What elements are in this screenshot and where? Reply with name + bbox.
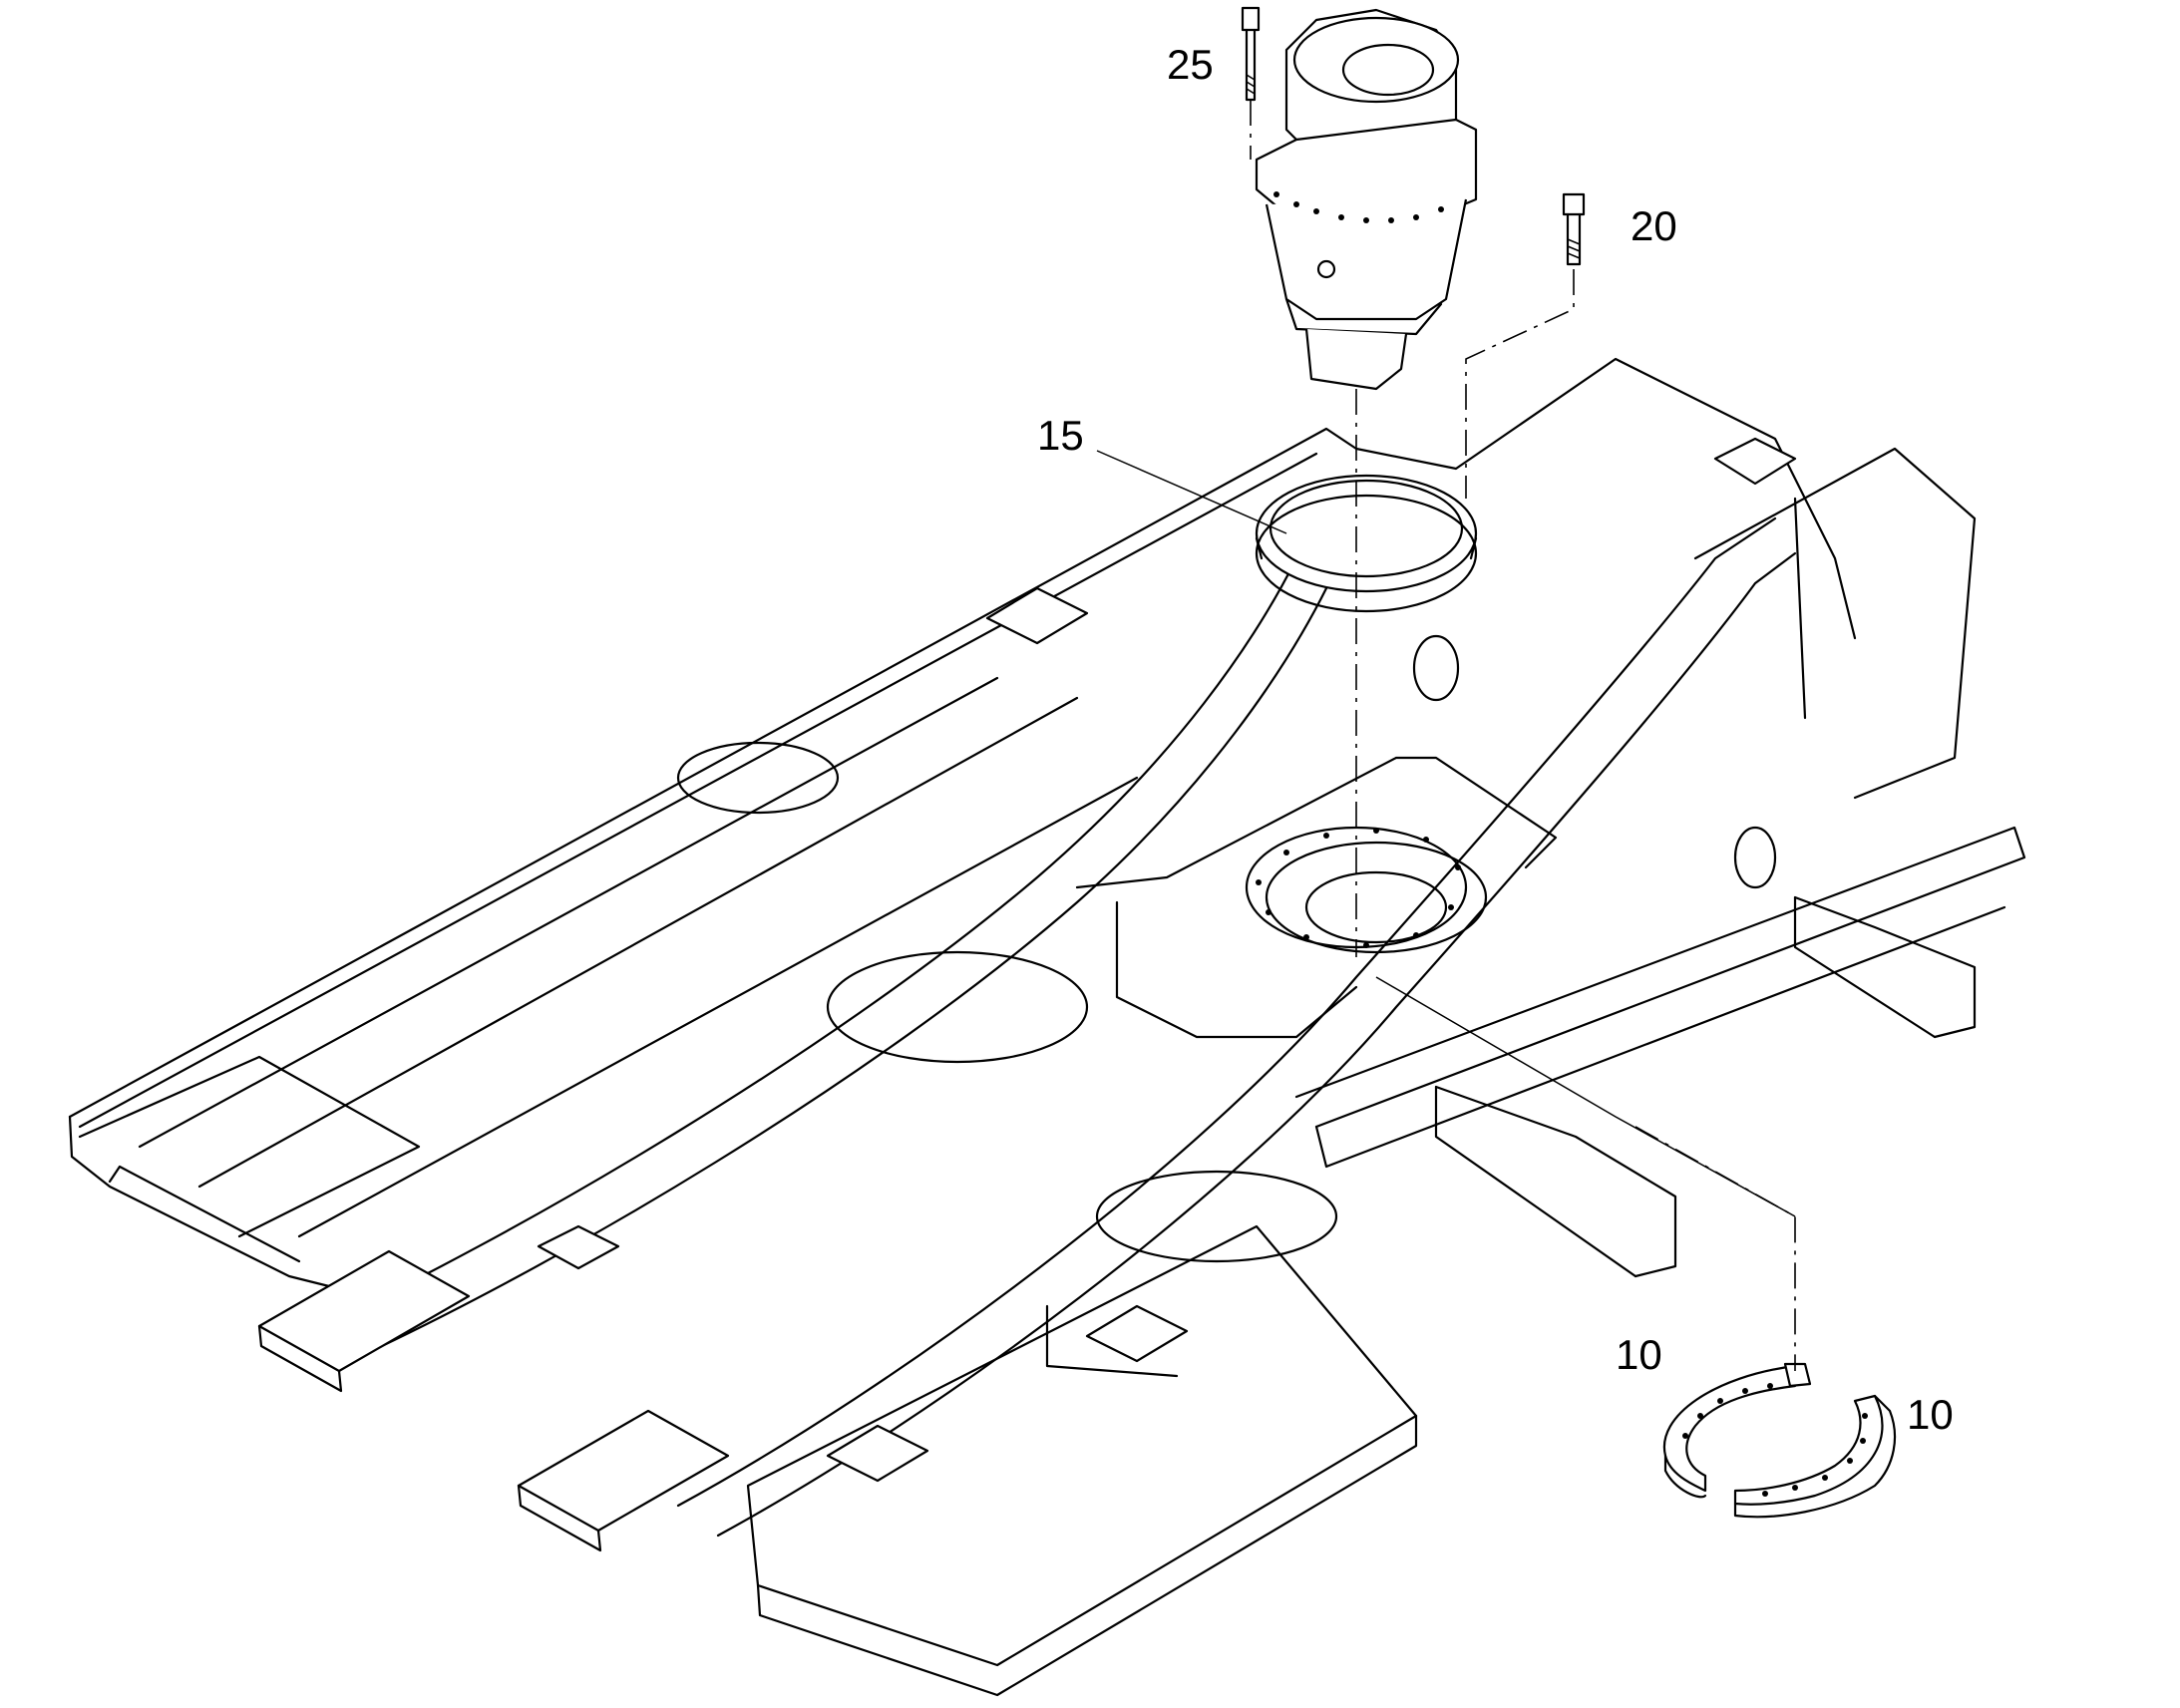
callout-part-20: 20 [1631,202,1677,249]
callout-part-25: 25 [1167,41,1214,88]
callout-part-15: 15 [1037,412,1084,459]
callout-part-10-upper: 10 [1616,1331,1662,1378]
leader-lines [1096,100,1796,1371]
callout-part-10-lower: 10 [1907,1391,1954,1438]
split-ring-segments-10 [1662,1362,1897,1519]
main-frame [68,357,2026,1697]
swing-gearbox [1255,8,1478,391]
ring-15 [1255,474,1478,613]
bolt-20 [1562,192,1586,266]
bolt-25 [1241,6,1261,102]
